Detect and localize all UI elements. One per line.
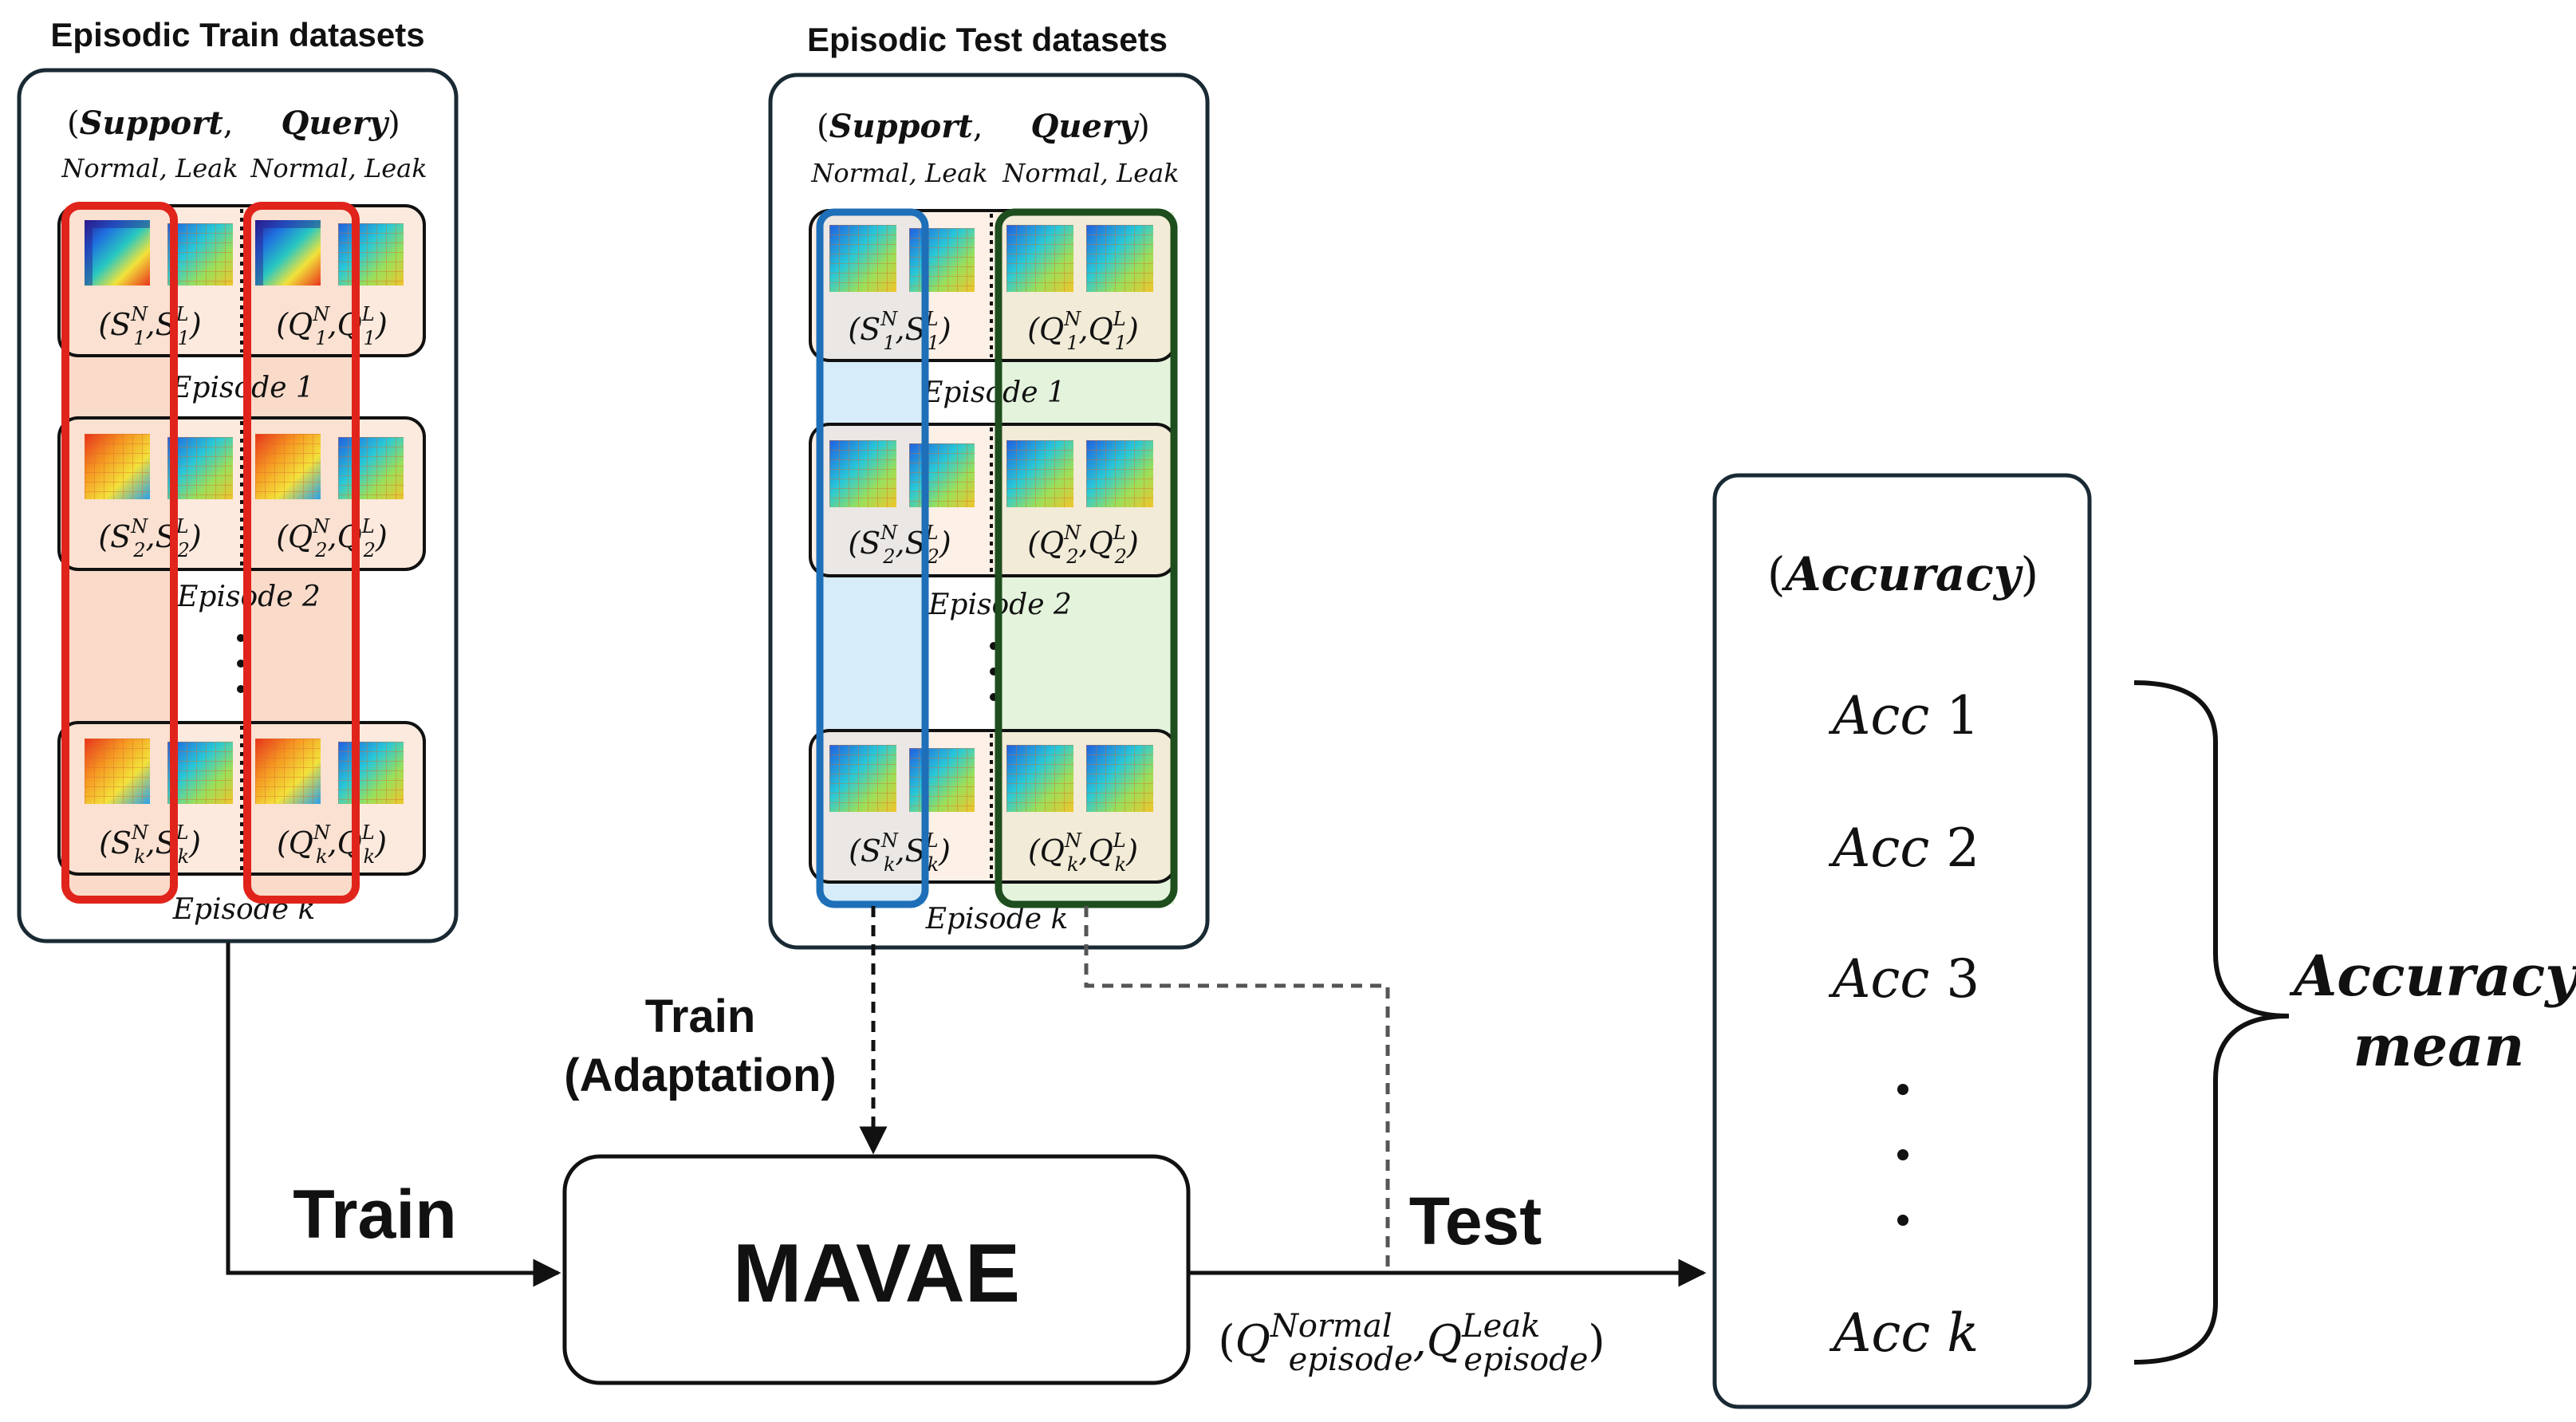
spectrogram-icon xyxy=(255,434,321,499)
episode-label: Episode 1 xyxy=(921,376,1065,409)
train-subheader-support: Normal, Leak xyxy=(61,153,238,183)
test-panel: Episodic Test datasets (Support,Query) N… xyxy=(768,21,1210,950)
train-query-highlight xyxy=(243,202,360,904)
spectrogram-icon xyxy=(338,742,404,804)
episode-label: Episode 1 xyxy=(170,372,314,404)
train-support-highlight xyxy=(61,202,178,904)
model-node: MAVAE xyxy=(562,1154,1191,1385)
curly-brace-icon xyxy=(2133,680,2290,1365)
spectrogram-icon xyxy=(909,228,975,292)
train-label: Train xyxy=(293,1176,457,1253)
model-name: MAVAE xyxy=(733,1227,1020,1320)
spectrogram-icon xyxy=(1086,440,1153,507)
accuracy-mean-line2: mean xyxy=(2353,1013,2525,1079)
ellipsis-icon xyxy=(1897,1084,1908,1226)
model-box xyxy=(562,1154,1191,1385)
spectrogram-icon xyxy=(255,220,321,286)
accuracy-mean-line1: Accuracy xyxy=(2289,943,2576,1009)
accuracy-item: Acc k xyxy=(1829,1302,1979,1364)
spectrogram-icon xyxy=(338,437,404,499)
spectrogram-icon xyxy=(255,739,321,804)
train-panel-title: Episodic Train datasets xyxy=(50,16,424,53)
spectrogram-icon xyxy=(1006,225,1073,292)
train-support-query-header: (Support,Query) xyxy=(67,104,400,142)
spectrogram-icon xyxy=(909,443,975,507)
test-subheader-query: Normal, Leak xyxy=(1002,158,1179,188)
spectrogram-icon xyxy=(829,440,896,507)
ellipsis-icon xyxy=(237,634,245,693)
test-subheader-support: Normal, Leak xyxy=(810,158,987,188)
adaptation-label-line1: Train xyxy=(645,991,756,1042)
spectrogram-icon xyxy=(909,748,975,812)
spectrogram-icon xyxy=(85,220,150,286)
spectrogram-icon xyxy=(1006,440,1073,507)
test-query-highlight xyxy=(995,208,1178,908)
accuracy-panel: (Accuracy) Acc 1 Acc 2 Acc 3 Acc k xyxy=(1712,473,2092,1409)
accuracy-item: Acc 2 xyxy=(1828,817,1980,879)
test-panel-title: Episodic Test datasets xyxy=(807,21,1168,58)
spectrogram-icon xyxy=(1086,225,1153,292)
spectrogram-icon xyxy=(167,223,233,286)
spectrogram-icon xyxy=(167,742,233,804)
spectrogram-icon xyxy=(829,745,896,812)
spectrogram-icon xyxy=(829,225,896,292)
test-support-query-header: (Support,Query) xyxy=(817,108,1150,145)
spectrogram-icon xyxy=(85,434,150,499)
query-test-connector xyxy=(1084,906,1390,1273)
train-panel: Episodic Train datasets (Support,Query) … xyxy=(17,16,459,943)
accuracy-panel-frame xyxy=(1712,473,2092,1409)
spectrogram-icon xyxy=(338,223,404,286)
spectrogram-icon xyxy=(85,739,150,804)
accuracy-header: (Accuracy) xyxy=(1767,547,2038,601)
train-subheader-query: Normal, Leak xyxy=(250,153,427,183)
train-arrow xyxy=(226,943,561,1287)
spectrogram-icon xyxy=(167,437,233,499)
accuracy-item: Acc 1 xyxy=(1828,685,1980,746)
accuracy-item: Acc 3 xyxy=(1828,948,1980,1010)
spectrogram-icon xyxy=(1086,745,1153,812)
test-support-highlight xyxy=(816,208,929,908)
spectrogram-icon xyxy=(1006,745,1073,812)
test-label: Test xyxy=(1409,1184,1542,1259)
adaptation-label-line2: (Adaptation) xyxy=(564,1050,837,1101)
episode-label: Episode k xyxy=(925,903,1069,936)
